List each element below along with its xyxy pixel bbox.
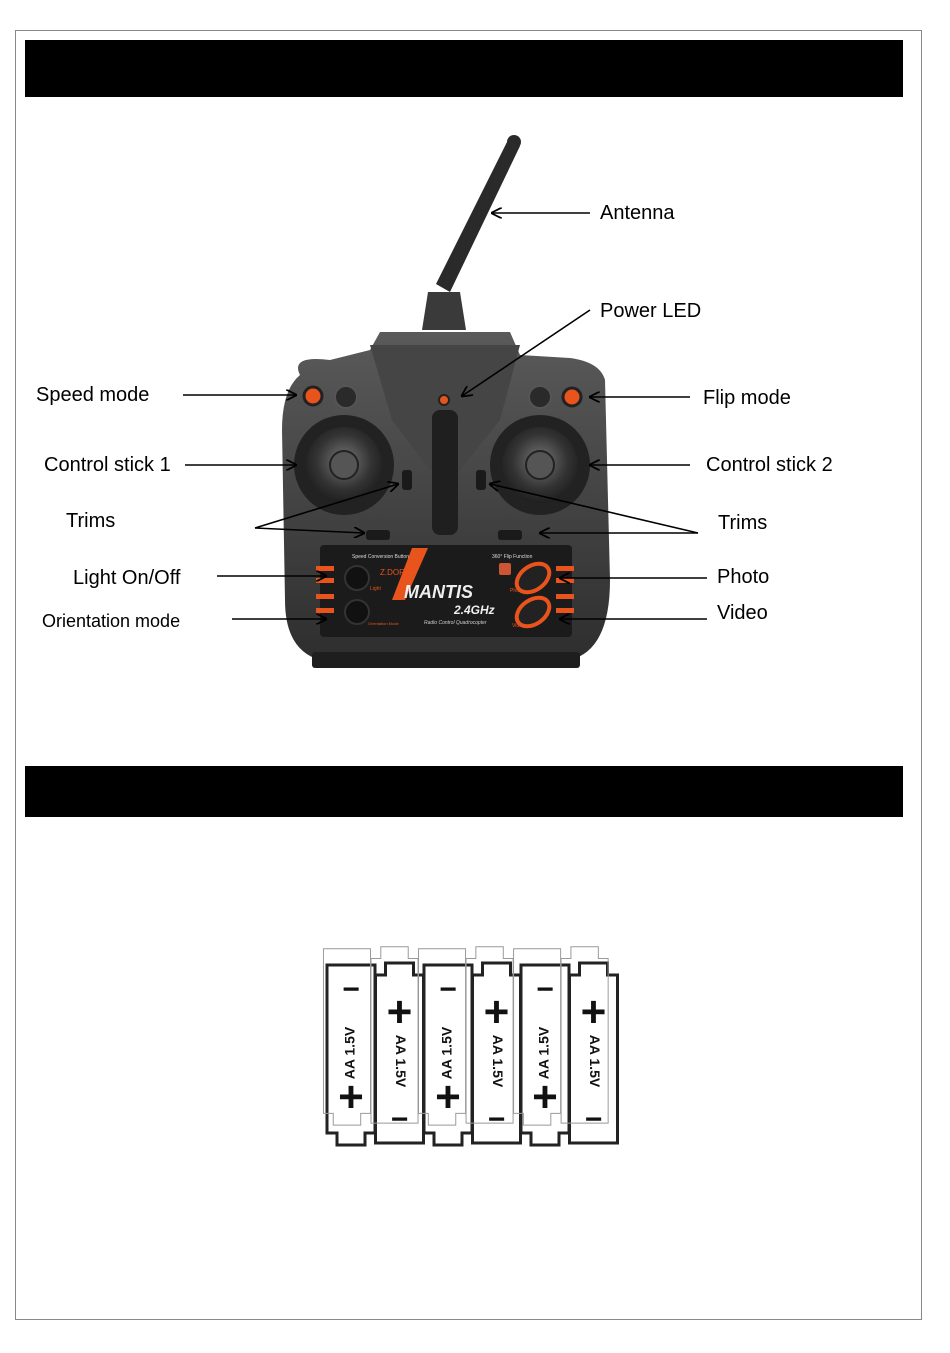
trim-left-vertical[interactable] xyxy=(402,470,412,490)
label-trims-right: Trims xyxy=(718,512,768,534)
label-light-on-off: Light On/Off xyxy=(73,567,181,589)
label-photo: Photo xyxy=(717,566,770,588)
panel-model-text: MANTIS xyxy=(404,582,473,602)
trim-left-horizontal[interactable] xyxy=(366,530,390,540)
photo-button[interactable] xyxy=(511,558,554,598)
speed-mode-button[interactable] xyxy=(302,385,324,407)
light-button[interactable] xyxy=(344,565,370,591)
panel-brand-text: Z.DORO xyxy=(380,568,411,577)
panel-orientation-text: Orientation Mode xyxy=(368,621,399,626)
label-control-stick-1: Control stick 1 xyxy=(44,454,171,476)
control-stick-1[interactable] xyxy=(294,415,394,515)
panel-speed-text: Speed Conversion Button xyxy=(352,554,409,560)
control-stick-2[interactable] xyxy=(490,415,590,515)
label-control-stick-2: Control stick 2 xyxy=(706,454,833,476)
trim-right-vertical[interactable] xyxy=(476,470,486,490)
label-power-led: Power LED xyxy=(600,300,702,322)
panel-photo-text: Photo xyxy=(510,588,523,594)
label-antenna: Antenna xyxy=(600,202,675,224)
power-led-icon xyxy=(438,394,450,406)
label-orientation-mode: Orientation mode xyxy=(42,611,181,631)
video-button[interactable] xyxy=(511,592,554,632)
panel-flip-text: 360° Flip Function xyxy=(492,554,533,560)
panel-frequency-text: 2.4GHz xyxy=(453,603,495,617)
flip-mode-button[interactable] xyxy=(561,386,583,408)
panel-subtitle-text: Radio Control Quadrocopter xyxy=(424,620,487,626)
label-flip-mode: Flip mode xyxy=(703,387,791,409)
orientation-button[interactable] xyxy=(344,599,370,625)
trim-right-horizontal[interactable] xyxy=(498,530,522,540)
label-trims-left: Trims xyxy=(66,510,116,532)
label-speed-mode: Speed mode xyxy=(36,384,150,406)
panel-video-text: Video xyxy=(512,623,525,629)
page-frame xyxy=(15,30,922,1320)
label-video: Video xyxy=(717,602,768,624)
section-header-bar-2 xyxy=(25,766,903,817)
panel-light-text: Light xyxy=(370,586,381,592)
antenna-part xyxy=(422,135,521,330)
callout-arrows xyxy=(183,213,707,619)
section-header-bar-1 xyxy=(25,40,903,97)
controller-illustration: Speed Conversion Button 360° Flip Functi… xyxy=(183,135,707,668)
